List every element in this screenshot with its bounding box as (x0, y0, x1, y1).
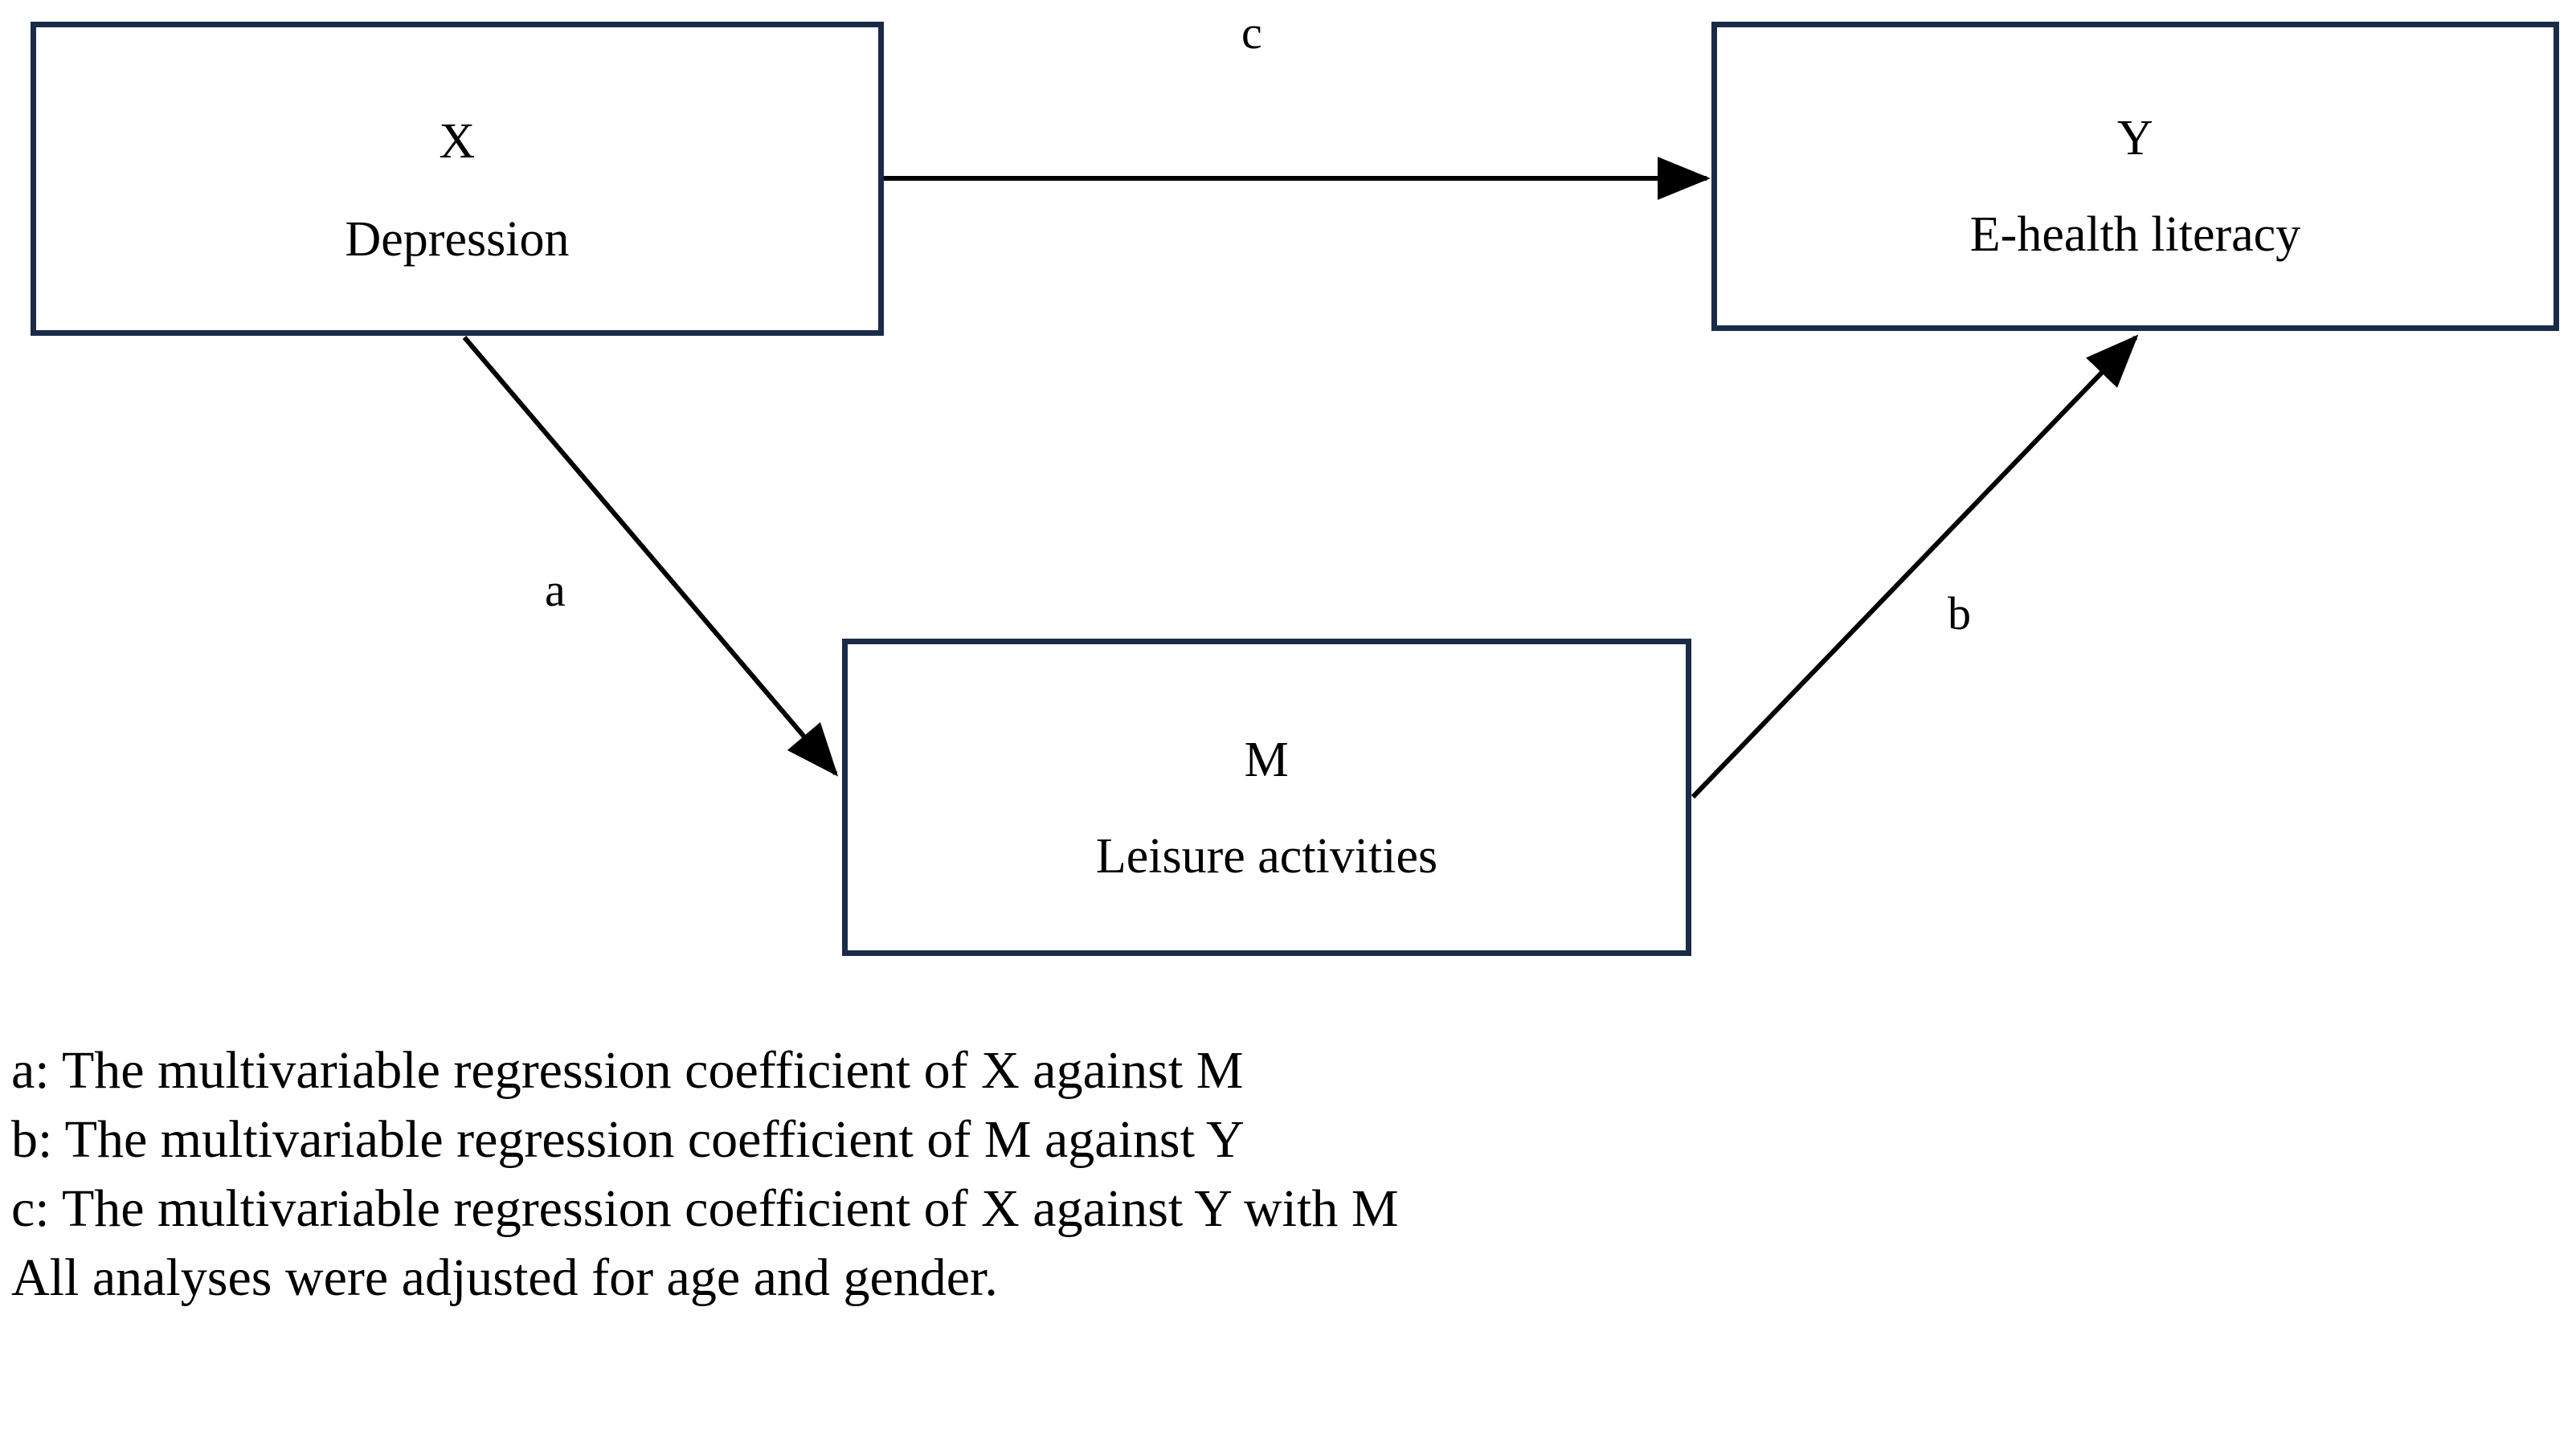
node-y-symbol: Y (2116, 110, 2154, 165)
figure-caption: a: The multivariable regression coeffici… (11, 1036, 2502, 1313)
path-label-a: a (545, 564, 566, 616)
path-arrow-a (462, 336, 839, 777)
node-m-symbol: M (1244, 732, 1290, 787)
node-y-label: E-health literacy (1969, 206, 2301, 262)
caption-line-b: b: The multivariable regression coeffici… (11, 1110, 1245, 1169)
path-connectors (462, 157, 2139, 799)
node-x-label: Depression (345, 211, 570, 267)
caption-line-c: c: The multivariable regression coeffici… (11, 1179, 1399, 1238)
caption-line-note: All analyses were adjusted for age and g… (11, 1248, 998, 1307)
node-box-m: M Leisure activities (842, 639, 1691, 956)
node-box-y: Y E-health literacy (1711, 22, 2559, 331)
node-x-symbol: X (439, 113, 476, 169)
mediation-diagram: X Depression Y E-health literacy M Leisu… (31, 6, 2559, 956)
path-label-b: b (1948, 587, 1971, 639)
path-label-c: c (1241, 6, 1262, 59)
node-m-label: Leisure activities (1095, 828, 1438, 884)
node-box-x: X Depression (31, 22, 884, 336)
caption-line-a: a: The multivariable regression coeffici… (11, 1041, 1244, 1100)
path-arrow-b (1691, 334, 2139, 799)
